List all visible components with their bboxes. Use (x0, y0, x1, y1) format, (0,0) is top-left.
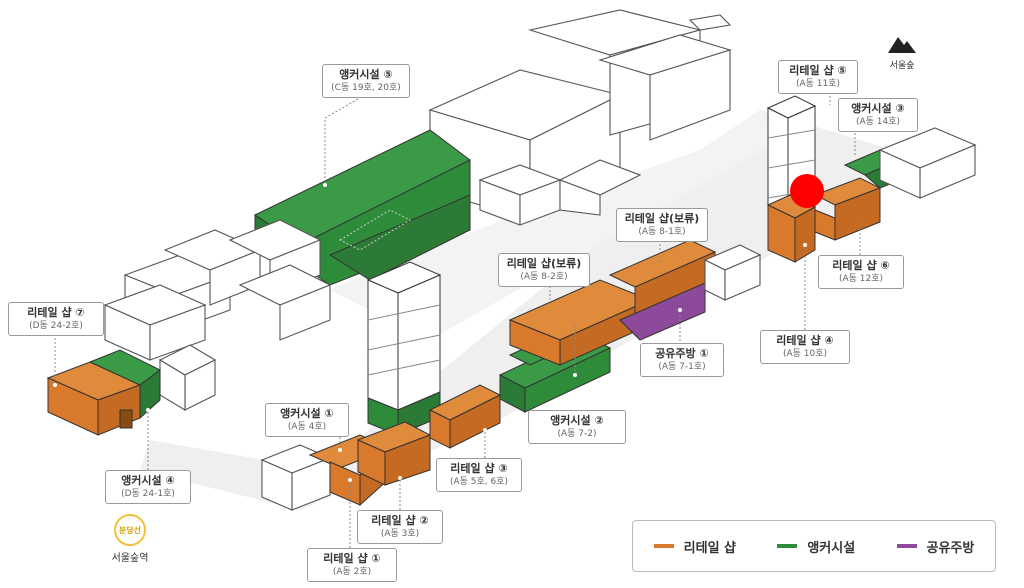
label-retail-2: 리테일 샵 ② (A동 3호) (357, 510, 443, 544)
label-sub: (D동 24-2호) (29, 321, 83, 331)
label-title: 리테일 샵 ⑥ (832, 259, 890, 272)
left-white-cluster (103, 219, 332, 411)
legend-swatch (896, 544, 917, 548)
label-title: 앵커시설 ⑤ (339, 68, 393, 81)
label-retail-1: 리테일 샵 ① (A동 2호) (307, 548, 397, 582)
label-sub: (A동 10호) (782, 349, 828, 359)
label-anchor-3: 앵커시설 ③ (A동 14호) (838, 98, 918, 132)
white-right-end (878, 127, 977, 199)
label-sub: (A동 3호) (380, 529, 420, 539)
label-retail-6: 리테일 샵 ⑥ (A동 12호) (818, 255, 904, 289)
white-right-mid (703, 244, 762, 301)
label-sub: (A동 4호) (287, 422, 327, 432)
label-anchor-2: 앵커시설 ② (A동 7-2) (528, 410, 626, 444)
callout-dots (53, 183, 807, 482)
legend-item-retail: 리테일 샵 (653, 537, 737, 556)
label-anchor-4: 앵커시설 ④ (D동 24-1호) (105, 470, 191, 504)
ground-path (140, 110, 910, 510)
legend-item-anchor: 앵커시설 (777, 537, 855, 556)
label-retail-5: 리테일 샵 ⑤ (A동 11호) (778, 60, 858, 94)
label-retail-7: 리테일 샵 ⑦ (D동 24-2호) (8, 302, 104, 336)
seoul-forest-landmark: 서울숲 (884, 35, 920, 71)
label-title: 공유주방 ① (655, 347, 709, 360)
legend-label: 앵커시설 (807, 540, 856, 556)
legend-label: 리테일 샵 (683, 540, 737, 556)
label-title: 리테일 샵 ⑤ (789, 64, 847, 77)
anchor-4-block (88, 349, 161, 420)
label-sub: (A동 8-2호) (520, 272, 568, 282)
label-title: 리테일 샵 ⑦ (27, 306, 85, 319)
label-retail-3: 리테일 샵 ③ (A동 5호, 6호) (436, 458, 522, 492)
ground-path-upper (330, 110, 780, 340)
label-title: 리테일 샵 ③ (450, 462, 508, 475)
label-sub: (A동 11호) (795, 79, 841, 89)
label-title: 리테일 샵 ④ (776, 334, 834, 347)
label-sub: (A동 2호) (332, 567, 372, 577)
label-title: 리테일 샵 ② (371, 514, 429, 527)
label-anchor-1: 앵커시설 ① (A동 4호) (265, 403, 349, 437)
label-sub: (A동 7-2) (557, 429, 597, 439)
label-title: 앵커시설 ② (550, 414, 604, 427)
label-retail-boryu-2: 리테일 샵(보류) (A동 8-2호) (498, 253, 590, 287)
label-shared-kitchen-1: 공유주방 ① (A동 7-1호) (640, 343, 724, 377)
label-sub: (A동 8-1호) (638, 227, 686, 237)
label-title: 리테일 샵(보류) (624, 212, 700, 225)
label-sub: (A동 5호, 6호) (449, 477, 509, 487)
label-title: 리테일 샵 ① (323, 552, 381, 565)
label-sub: (A동 12호) (838, 274, 884, 284)
shared-kitchen-1-block (619, 282, 706, 341)
red-marker (790, 174, 824, 208)
legend: 리테일 샵 앵커시설 공유주방 (632, 520, 996, 572)
label-sub: (D동 24-1호) (121, 489, 175, 499)
retail-4-block (766, 194, 817, 263)
legend-swatch (777, 544, 798, 548)
subway-station-landmark: 분당선 서울숲역 (98, 514, 162, 564)
retail-6-block (813, 177, 882, 241)
label-retail-boryu-1: 리테일 샵(보류) (A동 8-1호) (616, 208, 708, 242)
mountain-icon (888, 37, 916, 53)
label-title: 리테일 샵(보류) (506, 257, 582, 270)
legend-item-kitchen: 공유주방 (896, 537, 975, 556)
station-name: 서울숲역 (111, 553, 149, 564)
label-title: 앵커시설 ③ (851, 102, 905, 115)
legend-label: 공유주방 (926, 540, 975, 556)
retail-7-block (46, 361, 142, 436)
center-brand-tower (366, 261, 442, 436)
label-retail-4: 리테일 샵 ④ (A동 10호) (760, 330, 850, 364)
label-anchor-5: 앵커시설 ⑤ (C동 19호, 20호) (322, 64, 410, 98)
station-line-label: 분당선 (118, 525, 142, 535)
anchor-5-block (253, 129, 471, 286)
forest-label: 서울숲 (889, 61, 915, 71)
label-sub: (A동 14호) (855, 117, 901, 127)
main-building-c (428, 9, 732, 226)
legend-swatch (653, 544, 674, 548)
station-badge: 분당선 (114, 514, 146, 546)
retail-2-block (356, 421, 432, 486)
front-white-block (260, 444, 332, 511)
label-title: 앵커시설 ④ (121, 474, 175, 487)
label-title: 앵커시설 ① (280, 407, 334, 420)
label-sub: (C동 19호, 20호) (331, 83, 401, 93)
label-sub: (A동 7-1호) (658, 362, 706, 372)
